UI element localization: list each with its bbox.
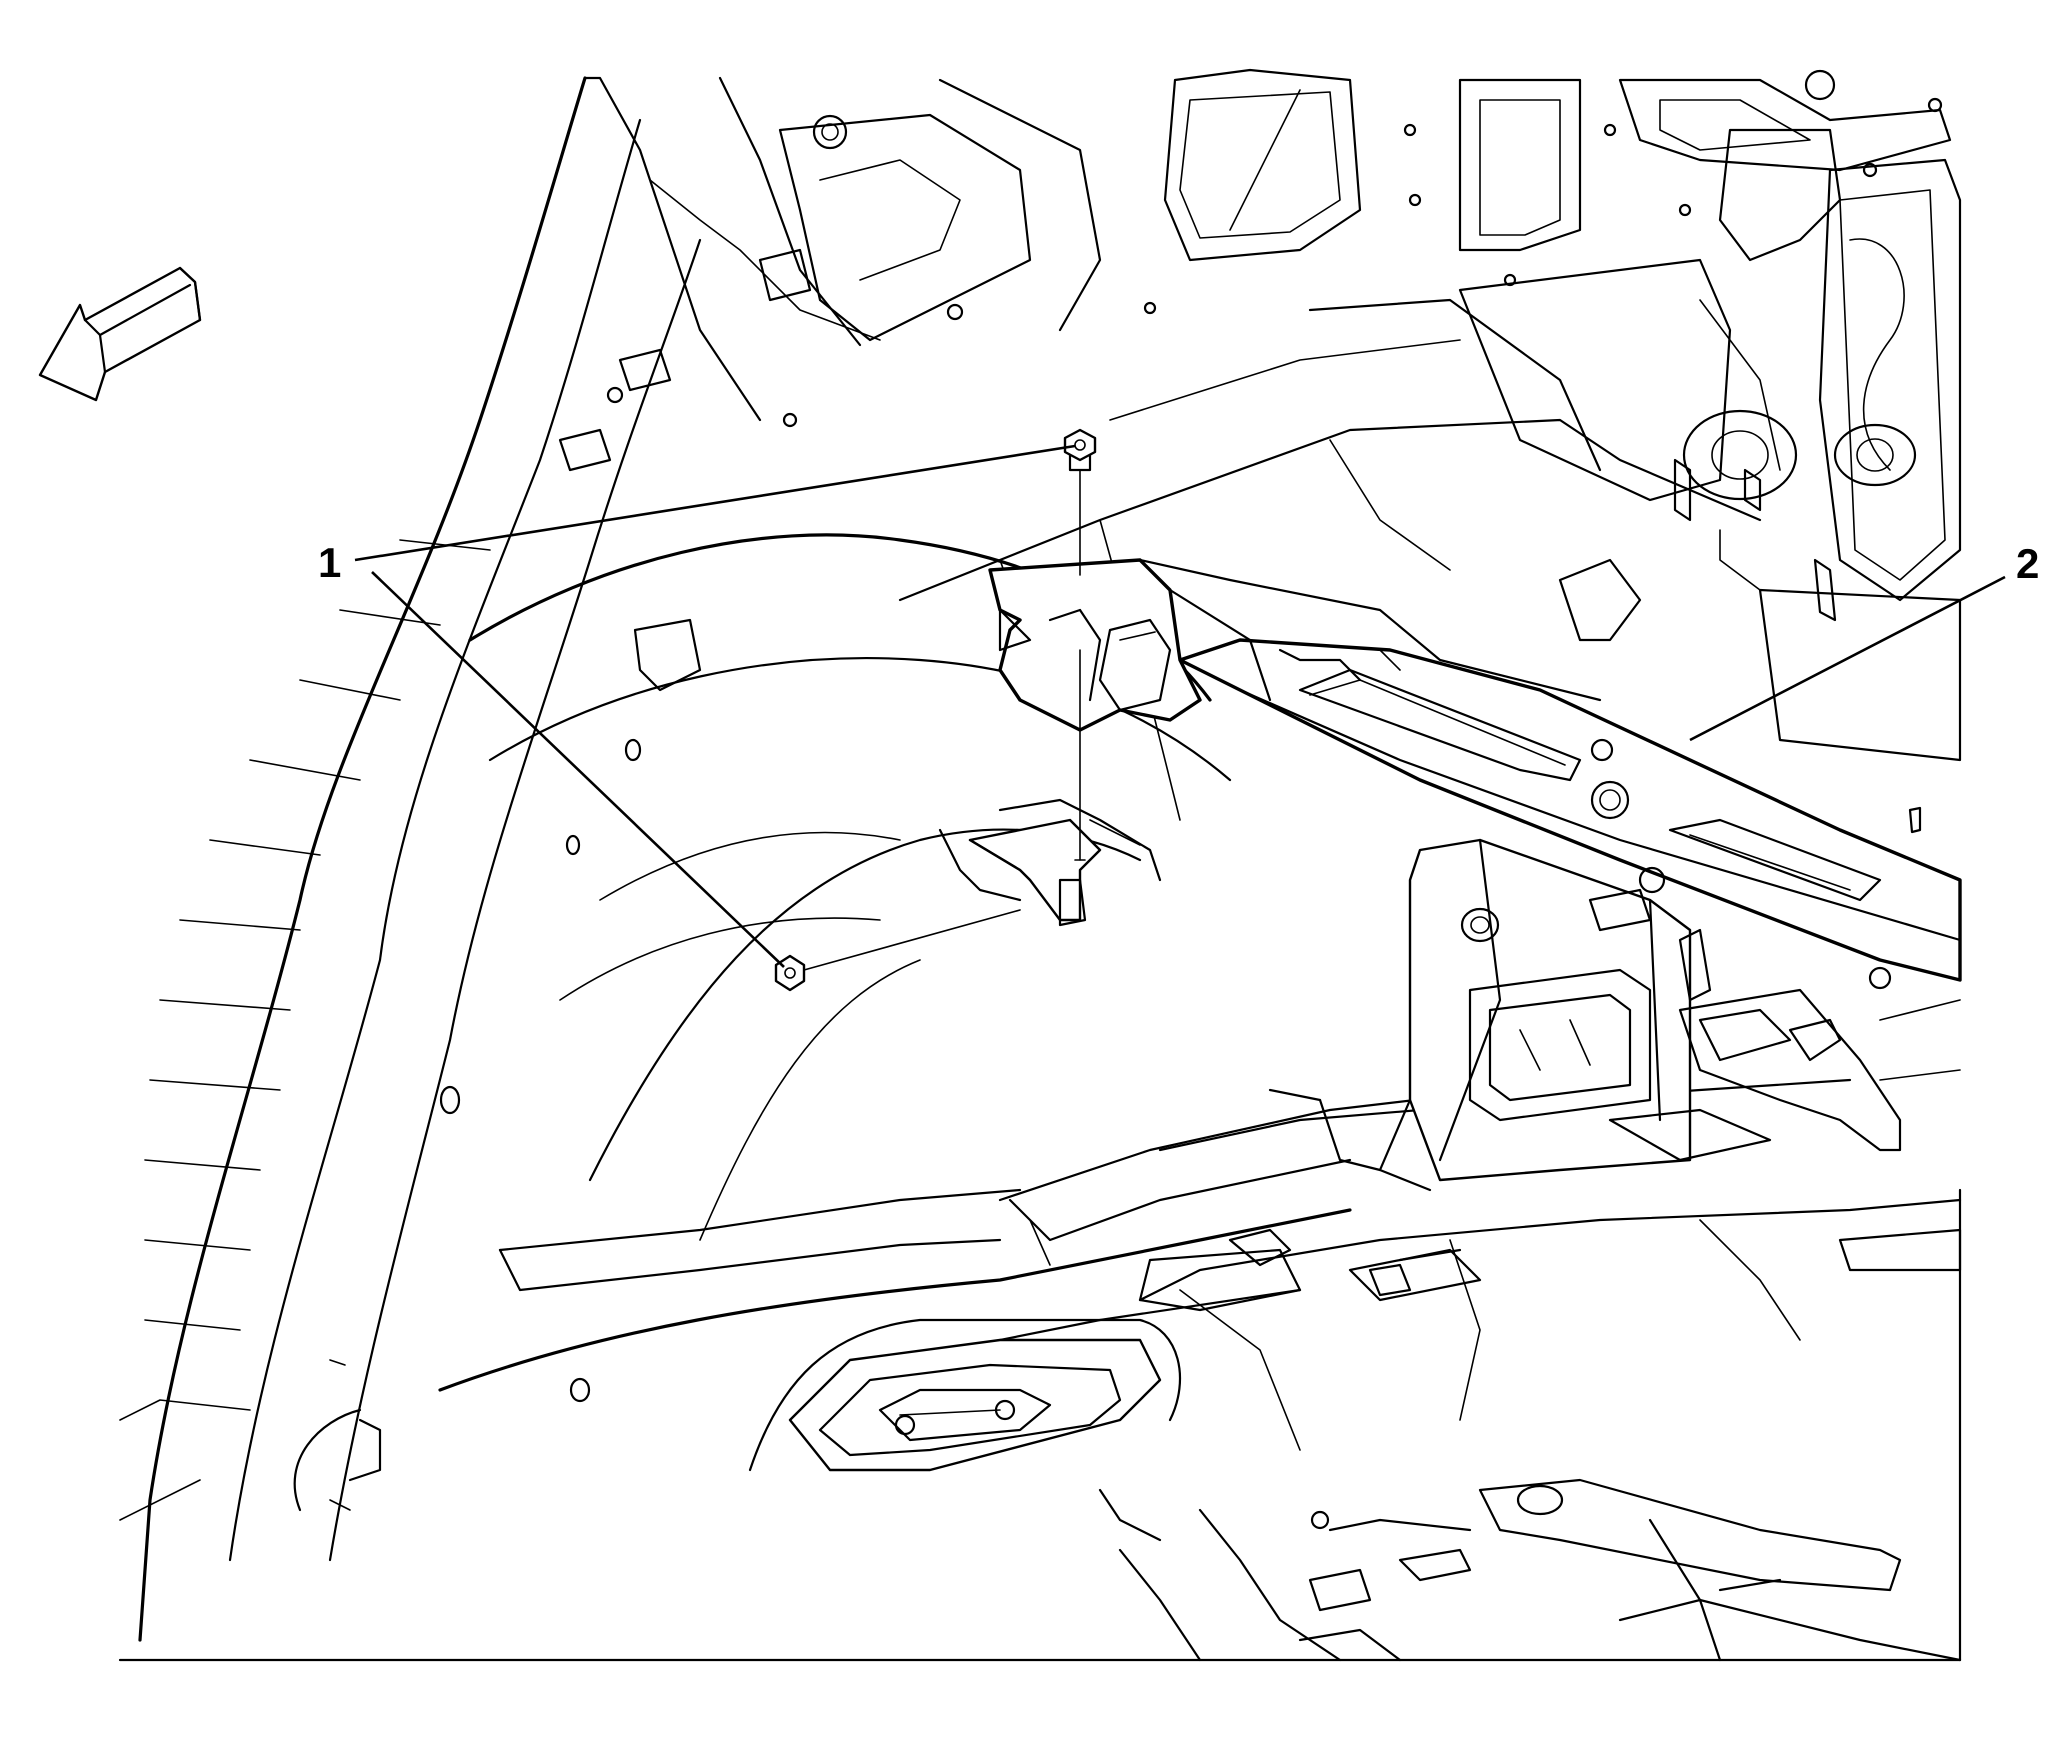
fastener-nut-upper [1063, 428, 1097, 861]
rear-body-panels [583, 68, 1962, 762]
front-direction-arrow-icon [38, 266, 202, 402]
spare-tire-well [293, 1228, 1962, 1662]
callout-1-leaders [354, 444, 1076, 968]
mounting-tab [938, 798, 1162, 927]
cross-rail-bracket [988, 558, 1962, 990]
bulkhead-support [1268, 806, 1962, 1272]
callout-label-1: 1 [318, 539, 341, 586]
callout-2-leader [1689, 575, 2006, 742]
fastener-nut-lower [774, 909, 1021, 992]
callout-label-2: 2 [2016, 540, 2039, 587]
